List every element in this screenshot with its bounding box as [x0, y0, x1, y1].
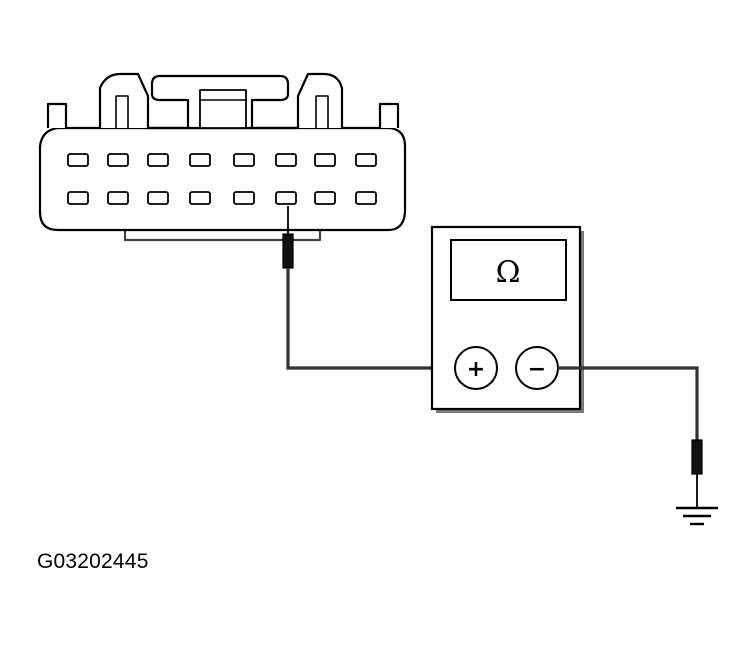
- pin-cavity-r2-c1: [67, 191, 89, 205]
- connector-right-latch: [378, 102, 400, 128]
- pin-cavity-r2-c5: [233, 191, 255, 205]
- meter-display: [450, 239, 567, 301]
- positive-lead-wire: [286, 268, 455, 370]
- pin-cavity-r1-c4: [189, 153, 211, 167]
- negative-test-lead: [558, 366, 703, 508]
- pin-cavity-r2-c7: [314, 191, 336, 205]
- pin-cavity-r1-c2: [107, 153, 129, 167]
- ground-symbol: [676, 506, 718, 526]
- pin-cavity-r2-c2: [107, 191, 129, 205]
- connector-pin-cavities: [67, 153, 377, 205]
- pin-cavity-r1-c8: [355, 153, 377, 167]
- ohm-symbol: Ω: [496, 255, 521, 290]
- connector-left-latch: [46, 102, 68, 128]
- pin-cavity-r2-c6: [275, 191, 297, 205]
- wiring-connector: [38, 72, 407, 242]
- connector-lock-window: [199, 89, 247, 129]
- figure-id-label: G03202445: [37, 550, 149, 573]
- connector-housing: [38, 126, 407, 232]
- positive-terminal: [454, 346, 498, 390]
- pin-cavity-r2-c4: [189, 191, 211, 205]
- negative-lead-wire: [558, 366, 699, 440]
- pin-cavity-r2-c3: [147, 191, 169, 205]
- pin-cavity-r1-c1: [67, 153, 89, 167]
- pin-cavity-r2-c8: [355, 191, 377, 205]
- pin-cavity-r1-c3: [147, 153, 169, 167]
- probe-body-positive: [282, 233, 294, 269]
- ohmmeter: Ω + −: [430, 225, 584, 413]
- pin-cavity-r1-c7: [314, 153, 336, 167]
- positive-test-lead: [282, 206, 455, 370]
- pin-cavity-r1-c5: [233, 153, 255, 167]
- positive-terminal-label: +: [467, 357, 485, 382]
- negative-terminal-label: −: [528, 357, 546, 382]
- probe-body-negative: [691, 439, 703, 475]
- pin-cavity-r1-c6: [275, 153, 297, 167]
